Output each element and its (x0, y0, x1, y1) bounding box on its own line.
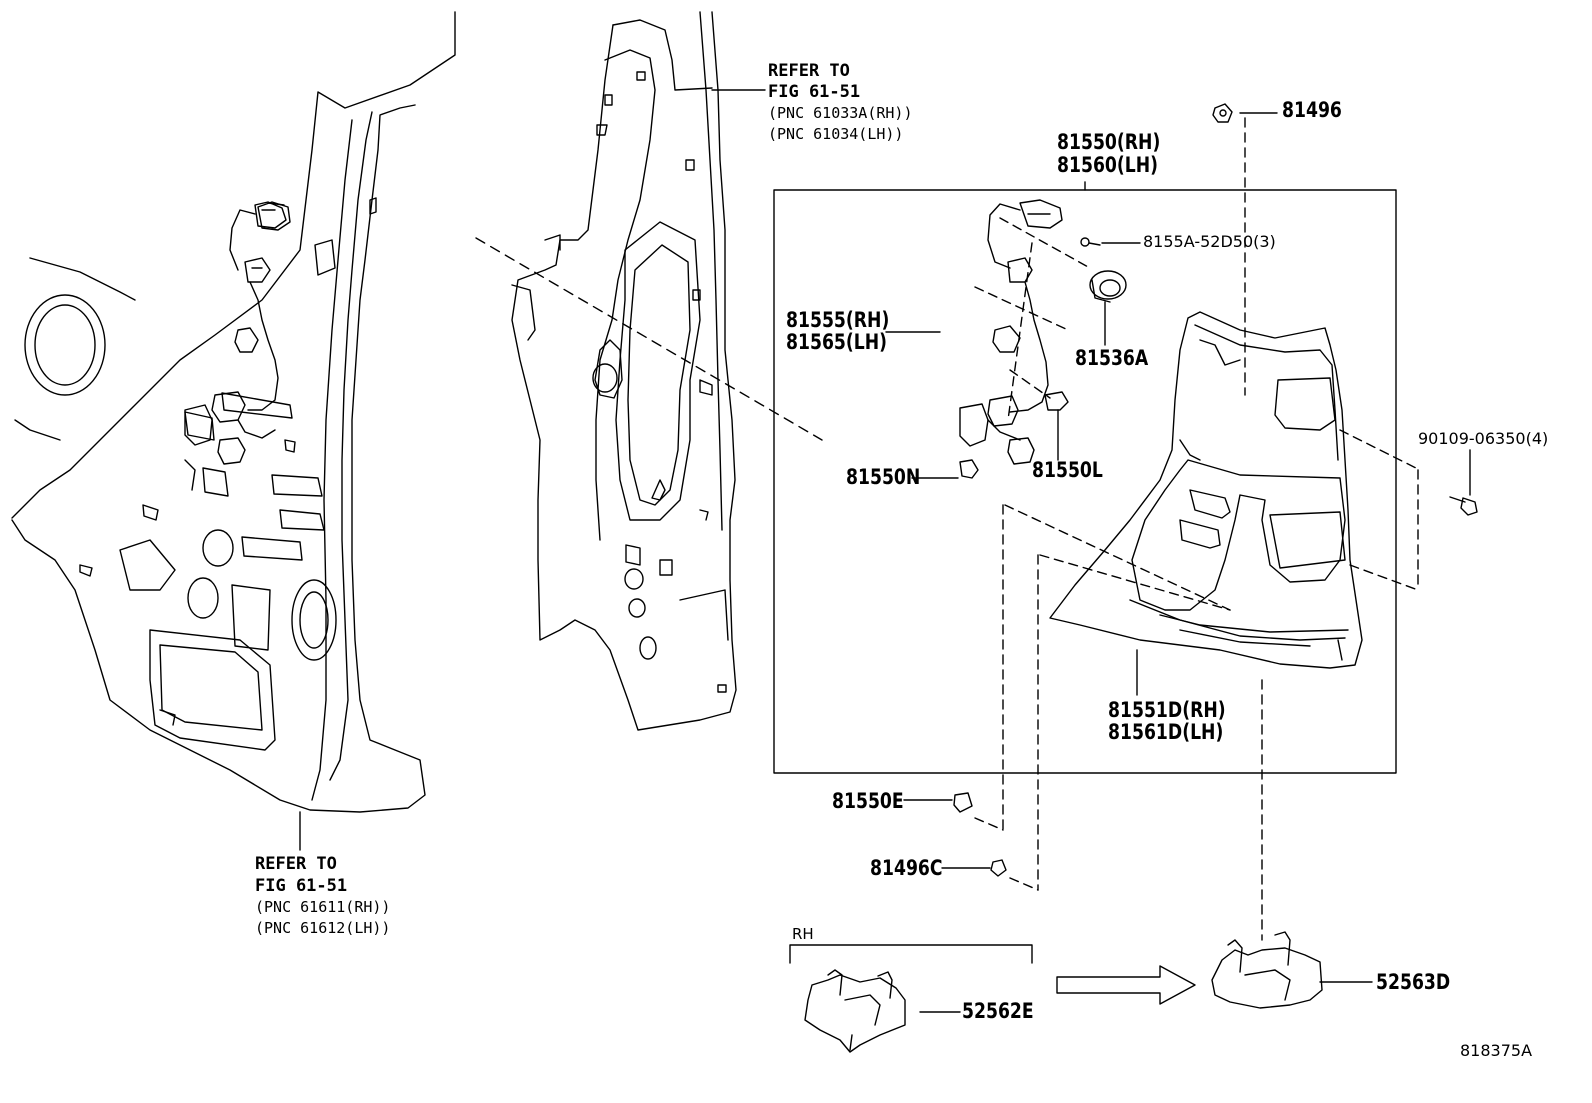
part-label-81496c: 81496C (870, 856, 943, 880)
pillar-refer-pnc-lh: (PNC 61034(LH)) (768, 125, 904, 143)
pillar-refer-pnc-rh: (PNC 61033A(RH)) (768, 104, 913, 122)
pillar-drawing (511, 11, 766, 731)
part-label-8155a-52d50: 8155A-52D50(3) (1143, 232, 1276, 251)
clip-81496-drawing (1212, 103, 1233, 123)
diagram-code: 818375A (1460, 1041, 1533, 1060)
pillar-refer-line1: REFER TO (768, 61, 850, 81)
part-label-81551d-rh: 81551D(RH) (1108, 698, 1226, 722)
socket-harness (257, 201, 291, 231)
part-label-81565-lh: 81565(LH) (786, 330, 888, 354)
pillar-refer-line2: FIG 61-51 (768, 82, 861, 102)
direction-arrow (1056, 965, 1196, 1005)
panel-refer-pnc-rh: (PNC 61611(RH)) (255, 898, 391, 916)
part-label-81550l: 81550L (1032, 458, 1103, 482)
bulb-81550n-drawing (959, 459, 979, 479)
tail-lamp-drawing (1049, 311, 1363, 669)
assembly-label-rh: 81550(RH) (1057, 130, 1161, 154)
clip-81496c-drawing (990, 859, 1007, 877)
assembly-label-lh: 81560(LH) (1057, 153, 1159, 177)
part-label-81550n: 81550N (846, 465, 921, 489)
dashed-leaders (974, 117, 1421, 941)
screw-8155a-drawing (1080, 237, 1101, 247)
panel-refer-line1: REFER TO (255, 854, 337, 874)
part-label-52563d: 52563D (1376, 970, 1451, 994)
part-label-81550e: 81550E (832, 789, 904, 813)
bracket-52563d-drawing (1211, 931, 1323, 1009)
rh-tag: RH (792, 925, 814, 943)
rh-bracket-line (789, 944, 1033, 964)
bolt-90109-drawing (1449, 496, 1478, 516)
part-label-52562e: 52562E (962, 999, 1034, 1023)
panel-refer-pnc-lh: (PNC 61612(LH)) (255, 919, 391, 937)
part-label-81496: 81496 (1282, 98, 1342, 122)
part-label-81536a: 81536A (1075, 346, 1149, 370)
wire-harness-drawing (184, 201, 287, 465)
part-label-81555-rh: 81555(RH) (786, 308, 890, 332)
part-label-81561d-lh: 81561D(LH) (1108, 720, 1224, 744)
socket-81536a-drawing (1089, 270, 1127, 303)
bulb-81550l-drawing (1044, 391, 1069, 411)
part-label-90109-06350: 90109-06350(4) (1418, 429, 1549, 448)
bracket-52562e-drawing (804, 969, 906, 1053)
nut-81550e-drawing (953, 792, 973, 813)
panel-refer-line2: FIG 61-51 (255, 876, 348, 896)
leader-lines (885, 112, 1471, 1013)
quarter-panel-drawing (11, 11, 456, 851)
